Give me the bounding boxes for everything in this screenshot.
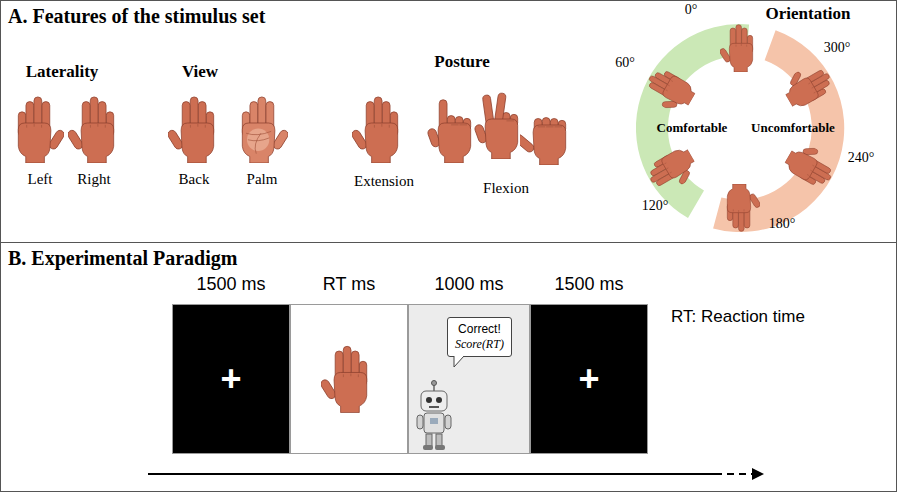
feature-heading: Posture [434, 52, 489, 72]
fixation-cross: + [578, 358, 599, 400]
feature-heading: View [182, 62, 218, 82]
fixation-screen: 1500 ms+ [530, 304, 648, 454]
speech-bubble: Correct!Score(RT) [447, 317, 512, 357]
timeline-continuation [715, 473, 752, 475]
hand-figure [350, 97, 397, 163]
panel-title: A. Features of the stimulus set [8, 5, 265, 28]
duration-label: 1500 ms [173, 274, 289, 295]
note: RT: Reaction time [671, 307, 805, 327]
angle-label: 120° [642, 198, 669, 214]
hand-figure [644, 145, 702, 198]
hand-figure [242, 97, 289, 163]
hand-figure [778, 58, 836, 111]
bubble-tail [453, 356, 467, 368]
angle-label: 180° [769, 216, 796, 232]
hand-figure [427, 100, 471, 163]
hand-figure [727, 184, 761, 231]
fixation-screen: 1500 ms+ [172, 304, 290, 454]
hand-figure [640, 65, 698, 118]
zone-label: Uncomfortable [751, 120, 835, 136]
timeline [148, 473, 715, 475]
hand-figure [513, 118, 566, 165]
feature-label: Palm [247, 171, 278, 188]
panel-title: B. Experimental Paradigm [8, 247, 237, 270]
feature-label: Left [28, 171, 53, 188]
hand-figure [18, 97, 65, 163]
panel: B. Experimental Paradigm1500 ms+ RT ms 1… [0, 242, 897, 492]
duration-label: 1500 ms [531, 274, 647, 295]
duration-label: 1000 ms [409, 274, 529, 295]
angle-label: 0° [685, 2, 698, 18]
hand-figure [782, 138, 840, 191]
stimulus-hand [291, 305, 407, 453]
hand-figure [66, 97, 113, 163]
hand-figure [719, 25, 753, 72]
feature-label: Right [77, 171, 110, 188]
feature-label: Back [179, 171, 210, 188]
feedback-screen: 1000 ms Correct!Score(RT) [408, 304, 530, 454]
stimulus-screen: RT ms [290, 304, 408, 454]
duration-label: RT ms [291, 274, 407, 295]
angle-label: 240° [848, 150, 875, 166]
feature-label: Extension [354, 173, 414, 190]
hand-figure [474, 93, 518, 159]
fixation-cross: + [220, 358, 241, 400]
feedback-text: Correct! [455, 322, 504, 337]
feature-label: Flexion [483, 180, 529, 197]
score-text: Score(RT) [455, 337, 504, 352]
feature-heading: Laterality [26, 62, 99, 82]
arrowhead [752, 468, 764, 480]
angle-label: 60° [615, 55, 635, 71]
angle-label: 300° [824, 40, 851, 56]
hand-figure [166, 97, 213, 163]
zone-label: Comfortable [657, 120, 728, 136]
panel: A. Features of the stimulus set [0, 0, 897, 243]
feature-heading: Orientation [766, 4, 851, 24]
